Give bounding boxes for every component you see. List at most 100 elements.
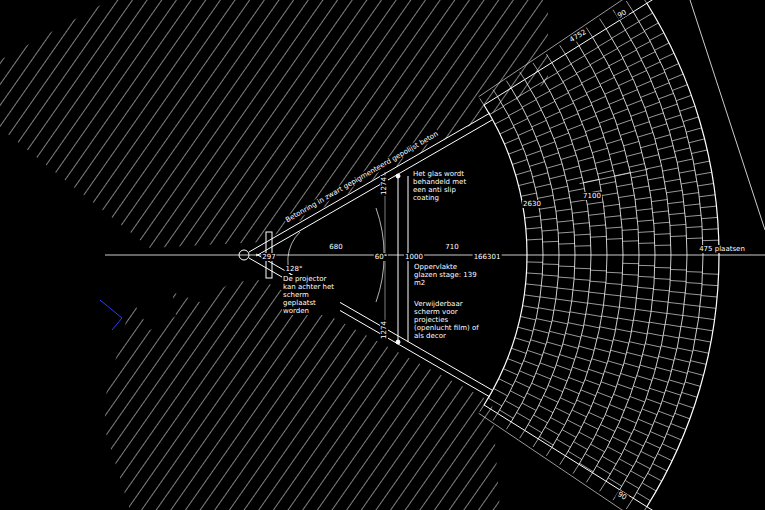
seat-line: [602, 193, 618, 196]
seat-line: [526, 273, 542, 274]
seat-line: [702, 285, 718, 286]
seat-line: [527, 110, 541, 117]
seat-line: [561, 155, 576, 160]
seat-line: [541, 101, 555, 108]
seat-line: [591, 270, 607, 272]
seat-line: [636, 41, 650, 48]
seat-line: [627, 100, 642, 106]
seat-line: [575, 268, 591, 270]
seat-line: [557, 220, 573, 222]
seat-line: [595, 159, 610, 163]
seat-line: [701, 296, 717, 297]
seat-line: [629, 439, 643, 446]
seat-line: [669, 126, 684, 131]
seat-line: [588, 303, 604, 305]
seat-line: [554, 133, 569, 139]
seat-line: [533, 63, 538, 71]
seat-line: [623, 240, 639, 242]
seat-line: [616, 329, 632, 332]
seat-line: [577, 105, 592, 111]
seat-line: [576, 357, 591, 362]
seat-line: [560, 398, 575, 405]
seat-line: [579, 46, 639, 465]
seat-line: [691, 361, 707, 365]
seat-line: [559, 243, 575, 245]
seat-line: [617, 184, 633, 187]
seat-line: [590, 57, 604, 65]
seat-line: [639, 265, 655, 266]
seat-line: [484, 405, 662, 510]
seat-line: [612, 30, 626, 38]
seat-line: [703, 240, 719, 242]
seat-line: [622, 285, 638, 286]
seat-line: [685, 382, 700, 386]
seat-line: [600, 77, 614, 84]
seat-line: [558, 144, 573, 149]
seat-line: [601, 425, 615, 432]
seat-line: [604, 305, 620, 307]
seat-line: [591, 96, 606, 102]
seat-line: [560, 456, 566, 465]
seat-line: [585, 47, 599, 55]
seat-line: [538, 195, 554, 198]
seat-line: [631, 111, 646, 116]
seat-line: [684, 304, 700, 306]
seat-line: [592, 148, 607, 153]
seat-line: [546, 54, 551, 63]
seat-line: [637, 81, 652, 87]
seat-line: [624, 141, 639, 145]
seat-line: [552, 63, 607, 448]
seat-line: [634, 386, 649, 391]
seat-line: [520, 72, 525, 80]
seat-line: [606, 227, 622, 228]
seat-line: [661, 346, 677, 349]
seat-line: [527, 350, 542, 355]
seat-line: [494, 388, 508, 396]
seat-line: [545, 112, 560, 119]
seat-line: [625, 22, 639, 30]
seat-line: [607, 238, 623, 240]
seat-line: [525, 216, 541, 218]
seat-line: [608, 447, 622, 454]
seat-line: [495, 117, 509, 124]
seat-line: [584, 422, 598, 429]
seat-line: [557, 439, 571, 447]
seat-line: [645, 344, 661, 347]
seat-line: [664, 64, 679, 70]
seat-line: [591, 236, 607, 238]
seat-line: [659, 357, 675, 361]
seat-line: [544, 352, 559, 357]
site-line: [690, 0, 765, 230]
seat-line: [580, 463, 594, 471]
seat-line: [612, 161, 628, 165]
seat-line: [505, 401, 519, 409]
dimension-label: 2630: [522, 200, 542, 208]
seat-line: [530, 162, 545, 167]
seat-line: [534, 329, 549, 333]
seat-line: [653, 464, 667, 471]
seat-line: [611, 350, 626, 354]
seat-line: [540, 297, 556, 299]
seat-line: [540, 142, 555, 147]
seat-line: [590, 281, 606, 282]
seat-line: [639, 242, 655, 243]
seat-line: [506, 422, 511, 429]
seat-line: [601, 382, 616, 387]
seat-line: [522, 100, 536, 108]
seat-line: [558, 277, 574, 278]
seat-line: [530, 81, 544, 89]
seat-line: [667, 313, 683, 315]
seat-line: [559, 266, 575, 268]
seat-line: [568, 451, 582, 459]
seat-line: [621, 374, 636, 379]
seat-line: [560, 45, 566, 54]
seat-line: [556, 209, 572, 211]
seat-line: [565, 388, 580, 394]
seat-line: [619, 459, 633, 467]
seat-line: [574, 234, 590, 236]
seat-line: [527, 239, 543, 241]
seat-line: [582, 76, 596, 83]
seat-line: [656, 367, 671, 371]
seat-line: [551, 418, 565, 425]
seat-line: [696, 172, 712, 175]
